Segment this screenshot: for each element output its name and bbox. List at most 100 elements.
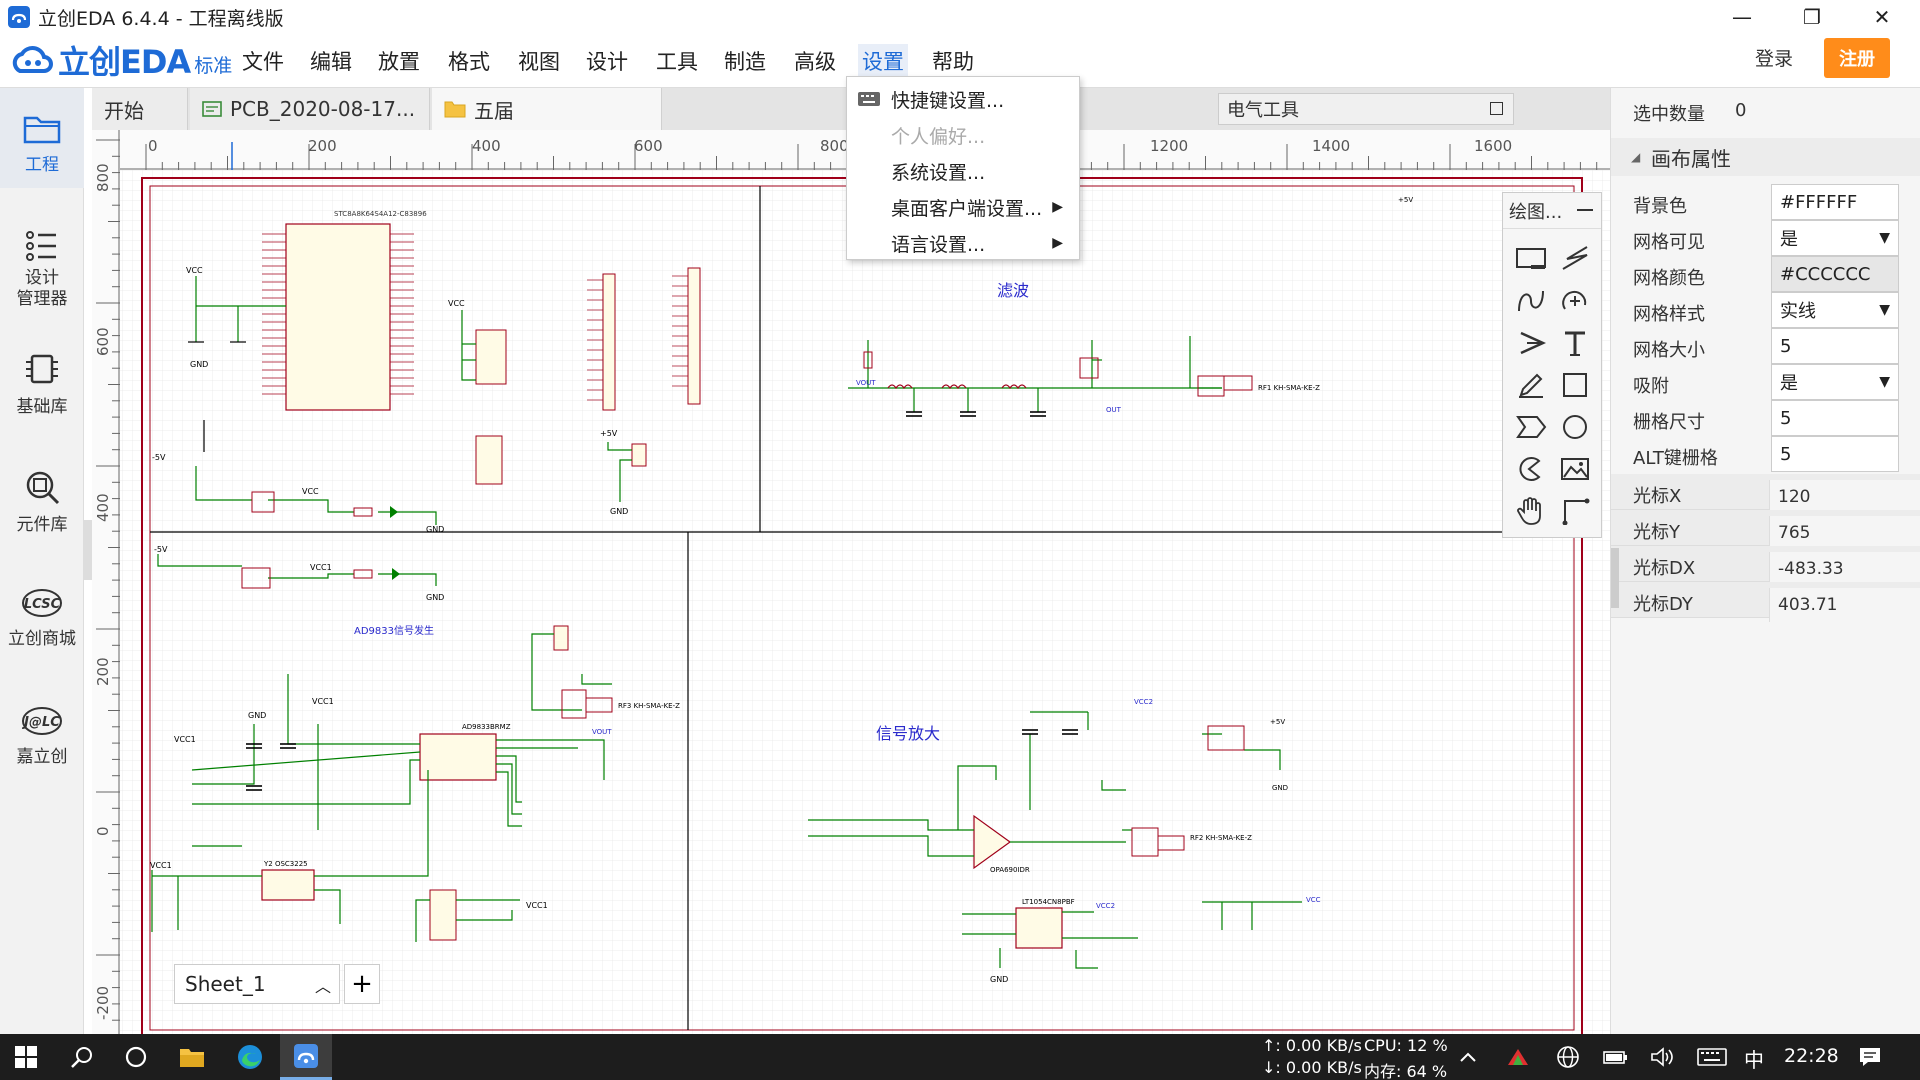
component-cn1[interactable] bbox=[607, 442, 647, 502]
menu-file[interactable]: 文件 bbox=[242, 50, 284, 74]
arrowhead-icon bbox=[1520, 331, 1547, 355]
electric-tools-panel[interactable]: 电气工具 bbox=[1218, 93, 1514, 125]
cpu-usage: CPU: 12 % bbox=[1364, 1036, 1448, 1055]
draw-wire-bus-button[interactable] bbox=[1511, 239, 1551, 279]
tab-start[interactable]: 开始 bbox=[92, 88, 188, 130]
sidebar-item-basic-lib[interactable]: 基础库 bbox=[0, 350, 84, 440]
component-j5[interactable] bbox=[475, 435, 503, 485]
menu-item-system-settings[interactable]: 系统设置... bbox=[847, 153, 1081, 189]
maximize-icon[interactable] bbox=[1490, 102, 1503, 115]
component-j4[interactable] bbox=[672, 267, 701, 405]
component-u4-lt1054[interactable]: LT1054CN8PBF bbox=[962, 898, 1302, 969]
tray-battery-icon[interactable] bbox=[1596, 1034, 1636, 1080]
component-u3-ad9833[interactable]: AD9833BRMZ bbox=[191, 674, 605, 847]
filter-network[interactable] bbox=[848, 336, 1253, 417]
tray-network-icon[interactable] bbox=[1548, 1034, 1588, 1080]
tray-show-hidden-button[interactable] bbox=[1448, 1034, 1488, 1080]
input-method-indicator[interactable]: 中 bbox=[1744, 1048, 1764, 1072]
draw-polygon-button[interactable] bbox=[1511, 407, 1551, 447]
right-panel-collapse-handle[interactable] bbox=[1611, 548, 1619, 608]
component-j2[interactable] bbox=[461, 310, 507, 385]
sidebar-item-jlc[interactable]: J@LC 嘉立创 bbox=[0, 704, 84, 794]
taskbar-lceda[interactable] bbox=[280, 1034, 332, 1080]
clock-time[interactable]: 22:28 bbox=[1784, 1045, 1839, 1067]
component-u1-opamp[interactable]: OPA690IDR bbox=[808, 711, 1281, 874]
draw-text-button[interactable] bbox=[1555, 323, 1595, 363]
left-panel-collapse-handle[interactable] bbox=[84, 520, 92, 580]
insert-image-button[interactable] bbox=[1555, 449, 1595, 489]
component-j1-rf3[interactable] bbox=[531, 625, 613, 719]
component-j7[interactable] bbox=[415, 889, 520, 942]
tray-keyboard-icon[interactable] bbox=[1690, 1034, 1734, 1080]
pan-tool-button[interactable] bbox=[1511, 491, 1551, 531]
zigzag-line-icon bbox=[1562, 246, 1588, 270]
menu-help[interactable]: 帮助 bbox=[932, 50, 974, 74]
menu-edit[interactable]: 编辑 bbox=[310, 50, 352, 74]
bg-color-input[interactable]: #FFFFFF bbox=[1771, 184, 1899, 220]
register-button[interactable]: 注册 bbox=[1824, 38, 1890, 78]
grid-style-select[interactable]: 实线▼ bbox=[1771, 292, 1899, 328]
grid-color-input[interactable]: #CCCCCC bbox=[1771, 256, 1899, 292]
component-sw1-led1[interactable] bbox=[195, 466, 437, 525]
menu-manufacture[interactable]: 制造 bbox=[724, 50, 766, 74]
snap-size-input[interactable]: 5 bbox=[1771, 400, 1899, 436]
menu-item-language-settings[interactable]: 语言设置... ▶ bbox=[847, 225, 1081, 261]
chevron-up-icon[interactable]: ︿ bbox=[314, 977, 331, 996]
menu-tools[interactable]: 工具 bbox=[656, 50, 698, 74]
taskbar-search-button[interactable] bbox=[56, 1034, 108, 1080]
draw-arrow-button[interactable] bbox=[1511, 323, 1551, 363]
drawing-tools-header[interactable]: 绘图... bbox=[1503, 193, 1601, 229]
tray-volume-icon[interactable] bbox=[1642, 1034, 1682, 1080]
notification-center-button[interactable] bbox=[1848, 1034, 1892, 1080]
minimize-button[interactable]: — bbox=[1732, 5, 1752, 29]
restore-button[interactable]: ❐ bbox=[1803, 5, 1821, 29]
component-sw2-led2[interactable] bbox=[157, 554, 437, 589]
component-u2-mcu[interactable]: STC8A8K64S4A12-C83896 bbox=[262, 210, 427, 411]
draw-circle-button[interactable] bbox=[1555, 407, 1595, 447]
draw-corner-button[interactable] bbox=[1555, 491, 1595, 531]
draw-rectangle-button[interactable] bbox=[1555, 365, 1595, 405]
draw-polyline-button[interactable] bbox=[1555, 239, 1595, 279]
brand-logo[interactable]: 立创EDA 标准 bbox=[10, 40, 232, 81]
add-sheet-button[interactable]: + bbox=[344, 964, 380, 1004]
alt-snap-input[interactable]: 5 bbox=[1771, 436, 1899, 472]
grid-size-input[interactable]: 5 bbox=[1771, 328, 1899, 364]
component-j3[interactable] bbox=[587, 273, 616, 411]
draw-freehand-button[interactable] bbox=[1511, 365, 1551, 405]
sheet-tab-sheet1[interactable]: Sheet_1 ︿ bbox=[174, 964, 340, 1004]
canvas-properties-header[interactable]: ◢ 画布属性 bbox=[1611, 138, 1920, 176]
menu-view[interactable]: 视图 bbox=[518, 50, 560, 74]
taskbar-file-explorer[interactable] bbox=[166, 1034, 218, 1080]
snap-select[interactable]: 是▼ bbox=[1771, 364, 1899, 400]
close-button[interactable]: ✕ bbox=[1873, 5, 1891, 29]
draw-pie-button[interactable] bbox=[1511, 449, 1551, 489]
minimize-icon[interactable] bbox=[1577, 209, 1593, 211]
gnd-label-1: GND bbox=[190, 360, 208, 369]
menu-format[interactable]: 格式 bbox=[448, 50, 490, 74]
sidebar-label-project: 工程 bbox=[25, 155, 59, 175]
grid-visible-select[interactable]: 是▼ bbox=[1771, 220, 1899, 256]
schematic-canvas[interactable]: 滤波 信号放大 AD9833信号发生 STC8A8K64S4A12-C83896 bbox=[92, 130, 1610, 1034]
task-view-button[interactable] bbox=[110, 1034, 162, 1080]
menu-item-desktop-client-settings[interactable]: 桌面客户端设置... ▶ bbox=[847, 189, 1081, 225]
menu-advanced[interactable]: 高级 bbox=[794, 50, 836, 74]
tab-schematic[interactable]: 五届 bbox=[432, 88, 662, 130]
taskbar-edge[interactable] bbox=[224, 1034, 276, 1080]
login-link[interactable]: 登录 bbox=[1755, 48, 1794, 70]
sidebar-item-component-lib[interactable]: 元件库 bbox=[0, 468, 84, 558]
sidebar-item-design-manager[interactable]: 设计 管理器 bbox=[0, 228, 84, 338]
component-y2-osc[interactable]: Y2 OSC3225 bbox=[151, 770, 429, 932]
draw-bezier-button[interactable] bbox=[1511, 281, 1551, 321]
schematic-drawing[interactable]: 滤波 信号放大 AD9833信号发生 STC8A8K64S4A12-C83896 bbox=[92, 130, 1610, 1034]
sidebar-item-project[interactable]: 工程 bbox=[0, 88, 84, 188]
start-button[interactable] bbox=[0, 1034, 52, 1080]
menu-settings[interactable]: 设置 bbox=[858, 44, 908, 78]
sidebar-item-lcsc[interactable]: LCSC 立创商城 bbox=[0, 586, 84, 676]
draw-arc-button[interactable] bbox=[1555, 281, 1595, 321]
tray-app-icon[interactable] bbox=[1498, 1034, 1538, 1080]
cursor-x-row: 光标X 120 bbox=[1611, 474, 1920, 514]
menu-design[interactable]: 设计 bbox=[586, 50, 628, 74]
menu-place[interactable]: 放置 bbox=[378, 50, 420, 74]
menu-item-shortcut-settings[interactable]: 快捷键设置... bbox=[847, 81, 1081, 117]
tab-pcb[interactable]: PCB_2020-08-17... bbox=[190, 88, 430, 130]
